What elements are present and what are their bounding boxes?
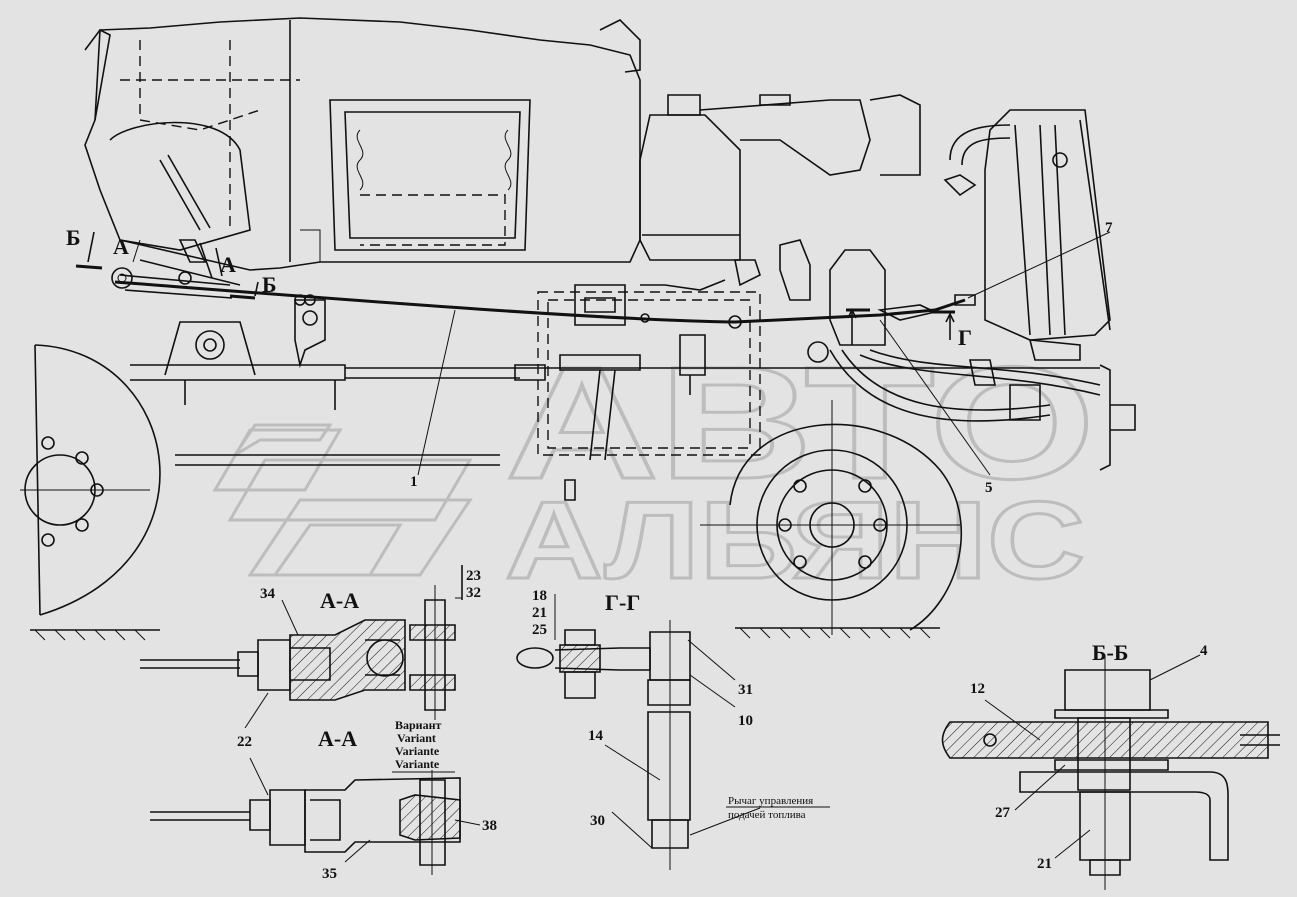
callout-35: 35 (322, 866, 337, 882)
callout-34: 34 (260, 586, 276, 602)
callout-21-bb: 21 (1037, 856, 1052, 872)
callout-27: 27 (995, 805, 1011, 821)
callout-18: 18 (532, 588, 547, 604)
tractor-frame (130, 299, 1136, 471)
callout-21-gg: 21 (532, 605, 547, 621)
variant-note-es: Variante (395, 744, 440, 758)
callout-38: 38 (482, 818, 497, 834)
callout-14: 14 (588, 728, 604, 744)
front-wheel (20, 344, 161, 641)
callout-4: 4 (1200, 643, 1208, 659)
lever-note-line1: Рычаг управления (728, 795, 813, 807)
callout-12: 12 (970, 681, 985, 697)
rear-wheel (700, 400, 962, 639)
callout-31: 31 (738, 682, 753, 698)
callout-7: 7 (1105, 220, 1113, 236)
section-mark-b-right: Б (262, 272, 277, 297)
section-bb (941, 654, 1280, 890)
callout-30: 30 (590, 813, 605, 829)
section-mark-g: Г (958, 325, 972, 350)
section-title-aa-bottom: А-А (318, 726, 357, 751)
section-title-bb: Б-Б (1092, 640, 1128, 665)
section-gg (516, 594, 761, 870)
callout-32: 32 (466, 585, 481, 601)
section-aa-bottom (150, 757, 481, 875)
engine-components (639, 94, 1111, 422)
section-title-aa-top: А-А (320, 588, 359, 613)
callout-10: 10 (738, 713, 753, 729)
watermark-logo (212, 423, 473, 577)
callout-5: 5 (985, 480, 993, 496)
watermark-line2: АЛЬЯНС (505, 479, 1085, 602)
variant-note-ru: Вариант (395, 718, 442, 732)
section-title-gg: Г-Г (605, 590, 640, 615)
section-mark-a-left: А (113, 234, 129, 259)
tractor-cab (84, 17, 641, 271)
callout-1: 1 (410, 474, 418, 490)
callout-22: 22 (237, 734, 252, 750)
variant-note-en: Variant (397, 731, 436, 745)
control-cable (111, 239, 976, 329)
variant-note-it: Variante (395, 757, 440, 771)
watermark-line1: АВТО (505, 333, 1095, 512)
callout-25: 25 (532, 622, 547, 638)
mounting-bracket (514, 279, 761, 501)
section-mark-b-left: Б (66, 225, 81, 250)
section-aa-top (140, 565, 463, 729)
callout-23: 23 (466, 568, 481, 584)
leader-lines (75, 231, 1111, 476)
lever-note-line2: подачей топлива (728, 809, 806, 821)
section-mark-a-right: А (220, 252, 236, 277)
